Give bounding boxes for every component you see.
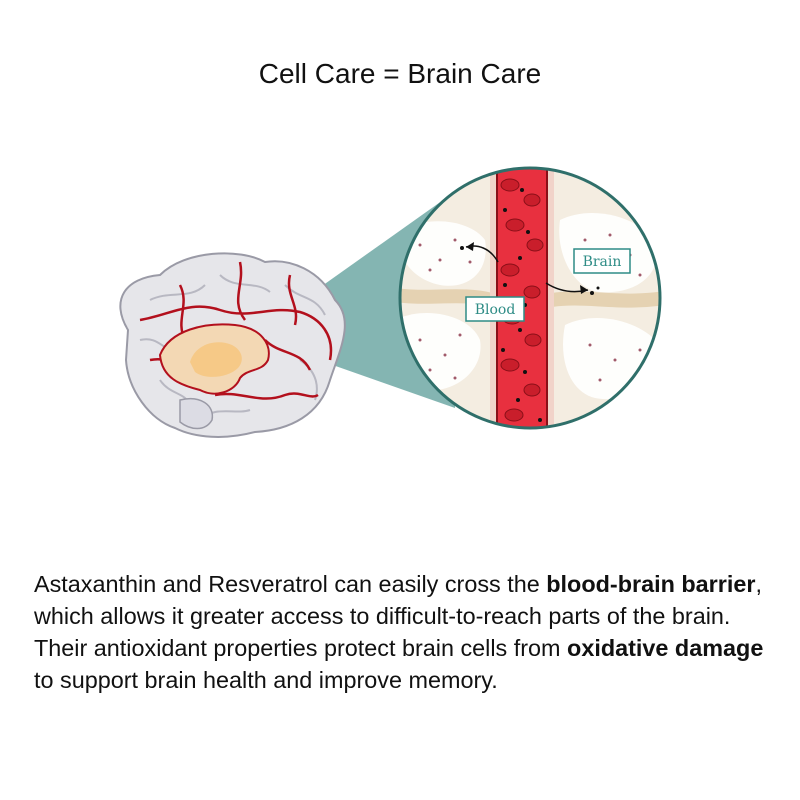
blood-label: Blood	[475, 302, 516, 318]
page-title: Cell Care = Brain Care	[258, 58, 542, 89]
blood-label-box	[465, 296, 525, 322]
brain-label: Brain	[583, 254, 622, 270]
brain-icon	[119, 252, 346, 438]
brain-label-box	[573, 248, 631, 274]
oxidative-damage-emphasis: oxidative damage	[567, 635, 764, 661]
zoom-circle: Blood Brain	[398, 166, 662, 430]
description-text-3: to support brain health and improve memo…	[34, 667, 498, 693]
description-text-1: Astaxanthin and Resveratrol can easily c…	[34, 571, 547, 597]
blood-brain-barrier-illustration: Blood Brain	[119, 166, 662, 438]
blood-brain-barrier-emphasis: blood-brain barrier	[546, 571, 756, 597]
description-text-2: , which allows it greater access to diff…	[34, 571, 763, 661]
description-paragraph: Astaxanthin and Resveratrol can easily c…	[34, 568, 784, 696]
